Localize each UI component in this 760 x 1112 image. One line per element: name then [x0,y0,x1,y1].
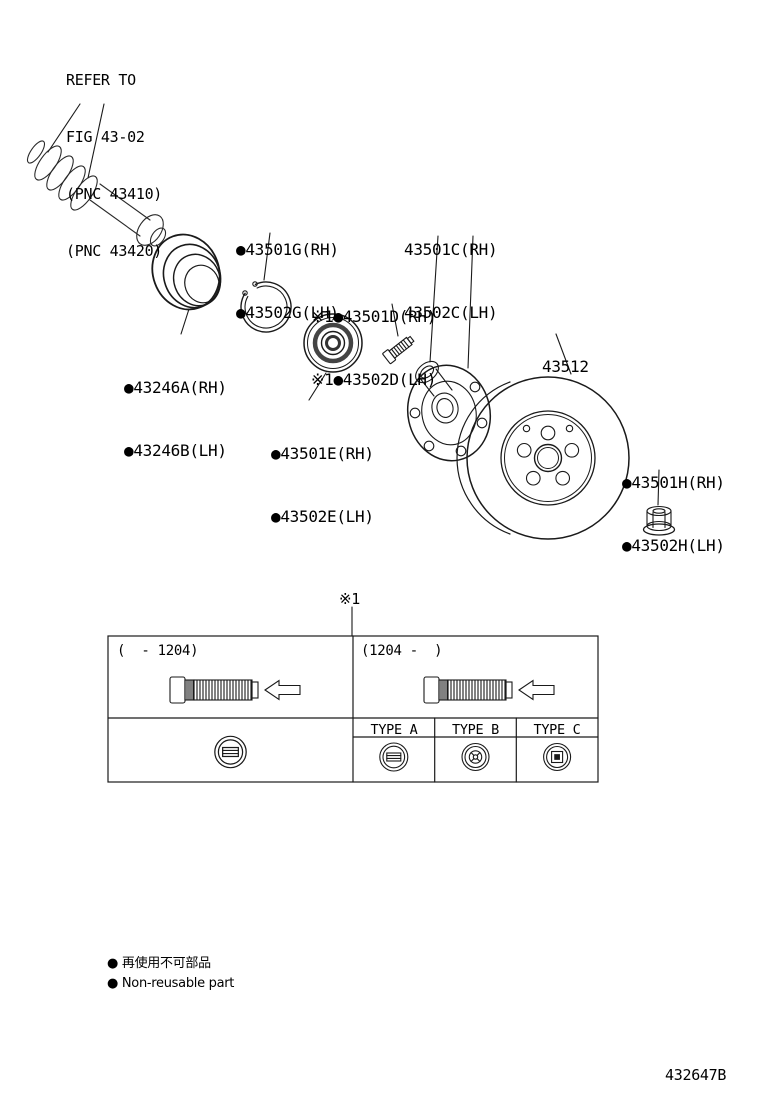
refer-note-line: FIG 43-02 [66,128,145,146]
part-number-lh: ●43502H(LH) [622,536,725,555]
part-number-rh: ●43501H(RH) [622,473,725,492]
snap-ring-drawing [240,281,292,333]
refer-note-line: (PNC 43420) [66,242,163,260]
bearing-drawing [303,313,363,373]
part-number-rh: ●43246A(RH) [124,378,227,397]
legend-jp: ● 再使用不可部品 [107,956,211,971]
part-number-lh: ※1●43502D(LH) [311,370,437,389]
type-b-header: TYPE B [452,722,499,738]
label-disc: 43512 [542,314,589,419]
table-bolt-late [423,676,555,704]
refer-note-line: REFER TO [66,71,136,89]
table-part-early [214,735,247,769]
dust-deflector-drawing [151,233,222,311]
refer-note-line: (PNC 43410) [66,185,163,203]
table-part-type-c [543,742,572,772]
label-hub-bolt: ※1●43501D(RH) ※1●43502D(LH) [311,264,436,432]
table-ref-mark: ※1 [339,590,360,608]
label-hub-nut: ●43501H(RH) ●43502H(LH) [622,430,725,598]
hub-stud-drawing [382,335,415,365]
type-c-header: TYPE C [533,722,581,738]
lock-nut-drawing [642,505,676,536]
label-dust-deflector: ●43246A(RH) ●43246B(LH) [124,335,227,503]
table-bolt-early [169,676,301,704]
part-number: 43512 [542,357,589,376]
hub-flange-drawing [406,360,492,462]
table-header-early: ( - 1204) [117,643,199,659]
table-part-type-b [461,742,490,772]
refer-note: REFER TO FIG 43-02 (PNC 43410) (PNC 4342… [66,33,162,299]
table-part-type-a [379,742,409,772]
label-snap-ring: ●43501G(RH) ●43502G(LH) [236,197,339,365]
type-a-header: TYPE A [370,722,418,738]
part-number-lh: 43502C(LH) [404,303,498,322]
leader-lines [47,103,660,637]
label-hub-bearing: 43501C(RH) 43502C(LH) [404,197,498,365]
variant-table-grid [107,635,599,783]
table-header-late: (1204 - ) [361,643,443,659]
label-bearing: ●43501E(RH) ●43502E(LH) [271,401,374,569]
legend-en: ● Non-reusable part [107,976,235,991]
part-number-rh: 43501C(RH) [404,240,498,259]
part-number-rh: ●43501E(RH) [271,444,374,463]
drive-shaft-sketch [26,140,167,247]
part-number-rh: ●43501G(RH) [236,240,339,259]
brake-disc-drawing [456,376,630,540]
part-number-lh: ●43246B(LH) [124,441,227,460]
part-number-rh: ※1●43501D(RH) [311,307,437,326]
part-number-lh: ●43502G(LH) [236,303,339,322]
doc-number: 432647B [665,1066,727,1084]
part-number-lh: ●43502E(LH) [271,507,374,526]
